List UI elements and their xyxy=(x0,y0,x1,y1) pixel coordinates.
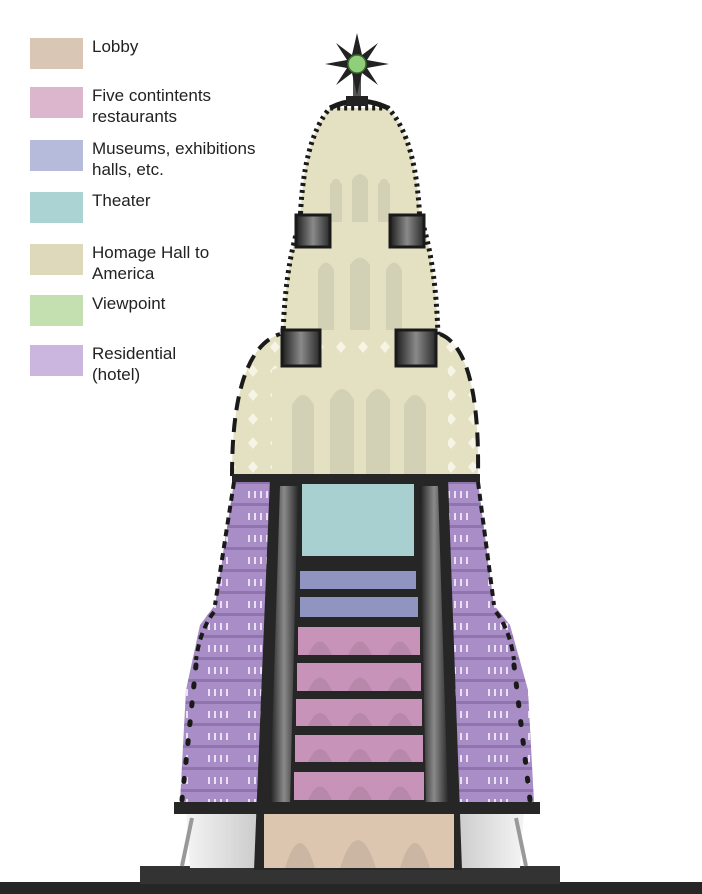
tier-2-arches xyxy=(318,257,402,330)
homage-tier-1 xyxy=(300,108,420,228)
strut-left xyxy=(180,817,194,867)
legend-label: Theater xyxy=(92,191,151,210)
legend-swatch xyxy=(30,87,83,118)
strut-right xyxy=(514,817,528,867)
legend-item-museums: Museums, exhibitions halls, etc. xyxy=(30,139,282,180)
restaurant-arches xyxy=(308,641,412,800)
glass-block xyxy=(280,328,322,368)
legend-swatch xyxy=(30,38,83,69)
legend-label: Five contintents restaurants xyxy=(92,86,212,126)
legend-item-homage-hall: Homage Hall to America xyxy=(30,243,232,284)
glass-block xyxy=(388,213,426,249)
legend-label: Lobby xyxy=(92,37,139,56)
legend-label: Residential (hotel) xyxy=(92,344,177,384)
balcony-dots-left xyxy=(179,662,199,803)
homage-tier-2 xyxy=(283,228,438,336)
legend-swatch xyxy=(30,295,83,326)
ledge xyxy=(174,802,540,814)
legend-label: Museums, exhibitions halls, etc. xyxy=(92,139,256,179)
legend-item-restaurants: Five contintents restaurants xyxy=(30,86,242,127)
glass-shaft-left xyxy=(270,486,298,805)
restaurant-floor xyxy=(294,772,424,800)
plinth xyxy=(140,866,560,884)
balcony-dots-right xyxy=(511,662,533,803)
spire-base xyxy=(346,96,368,106)
dome-outline-1 xyxy=(297,105,423,229)
legend-item-lobby: Lobby xyxy=(30,37,282,69)
base-left xyxy=(186,810,262,868)
glass-shaft-right xyxy=(420,486,448,805)
legend-swatch xyxy=(30,140,83,171)
zone-museum-1 xyxy=(300,571,416,589)
zone-theater xyxy=(302,484,414,556)
homage-tier-3-inner xyxy=(272,360,448,476)
legend-swatch xyxy=(30,244,83,275)
legend-label: Viewpoint xyxy=(92,294,166,313)
legend-swatch xyxy=(30,192,83,223)
legend-swatch xyxy=(30,345,83,376)
restaurant-floor xyxy=(298,627,420,655)
zone-lobby xyxy=(264,812,454,868)
legend-label: Homage Hall to America xyxy=(92,243,210,283)
base-right xyxy=(452,810,524,868)
legend-item-residential: Residential (hotel) xyxy=(30,344,202,385)
residential-right xyxy=(444,482,534,802)
zone-museum-2 xyxy=(300,597,418,617)
legend-item-viewpoint: Viewpoint xyxy=(30,294,282,326)
legend-item-theater: Theater xyxy=(30,191,282,223)
band xyxy=(232,474,480,482)
glass-block xyxy=(294,213,332,249)
restaurant-floor xyxy=(295,735,423,762)
viewpoint-sphere xyxy=(347,54,367,74)
tier-3-arches xyxy=(292,389,426,476)
zone-restaurants xyxy=(294,627,424,800)
dome-outline-3 xyxy=(230,332,481,477)
lobby-arches xyxy=(285,840,430,868)
residential-outline-left xyxy=(194,481,236,661)
restaurant-floor xyxy=(297,663,421,691)
glass-block xyxy=(394,328,438,368)
tier-1-arches xyxy=(330,174,390,222)
residential-outline-right xyxy=(476,481,516,661)
ground xyxy=(0,882,702,894)
restaurant-floor xyxy=(296,699,422,726)
residential-left xyxy=(180,482,272,802)
